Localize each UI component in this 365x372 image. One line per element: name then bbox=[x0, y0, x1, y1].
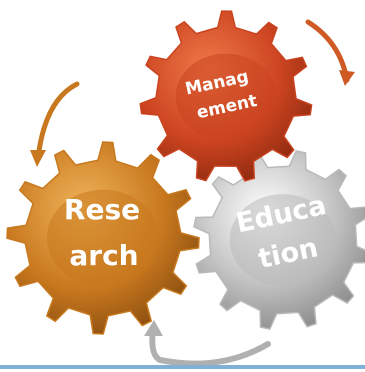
management-gear-hub bbox=[175, 53, 277, 141]
research-gear bbox=[6, 141, 200, 335]
arrowhead-management-to-education bbox=[339, 70, 355, 86]
arrow-research-to-management bbox=[35, 81, 80, 161]
arrowhead-research-to-management bbox=[30, 150, 46, 167]
research-gear-hub bbox=[46, 189, 160, 287]
arrowhead-education-to-research bbox=[144, 320, 163, 336]
management-gear bbox=[139, 10, 313, 182]
research-label-line2: arch bbox=[69, 239, 138, 272]
education-gear bbox=[193, 150, 365, 330]
education-gear-hub bbox=[229, 194, 337, 286]
arrow-education-to-research bbox=[149, 327, 271, 367]
research-label-line1: Rese bbox=[64, 193, 140, 226]
bottom-accent-line bbox=[0, 365, 365, 369]
